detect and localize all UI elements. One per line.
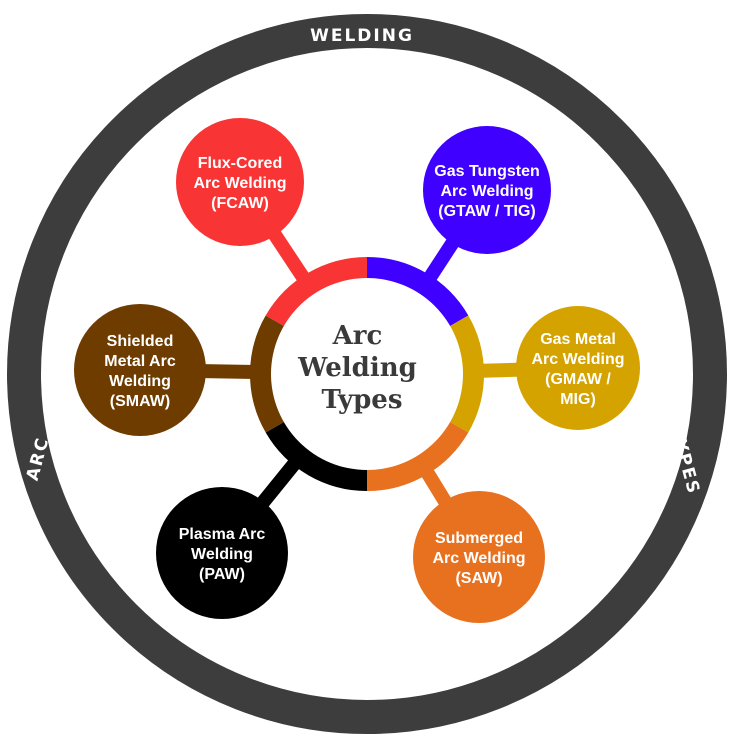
ring-segment-smaw [250, 315, 285, 433]
node-circle-gmaw [516, 306, 640, 430]
ring-label-welding: WELDING [310, 26, 414, 46]
node-circle-smaw [74, 304, 206, 436]
node-circle-fcaw [176, 118, 304, 246]
ring-segment-fcaw [265, 257, 368, 327]
ring-segment-paw [265, 421, 368, 491]
node-circle-paw [156, 487, 288, 619]
outer-ring [7, 14, 727, 734]
node-circle-gtaw [423, 126, 551, 254]
center-title: Arc Welding Types [297, 321, 426, 415]
center-disc [271, 278, 463, 470]
ring-segment-gtaw [366, 257, 469, 327]
ring-segment-saw [366, 421, 469, 491]
node-circle-saw [413, 491, 545, 623]
ring-segment-gmaw [449, 315, 484, 433]
